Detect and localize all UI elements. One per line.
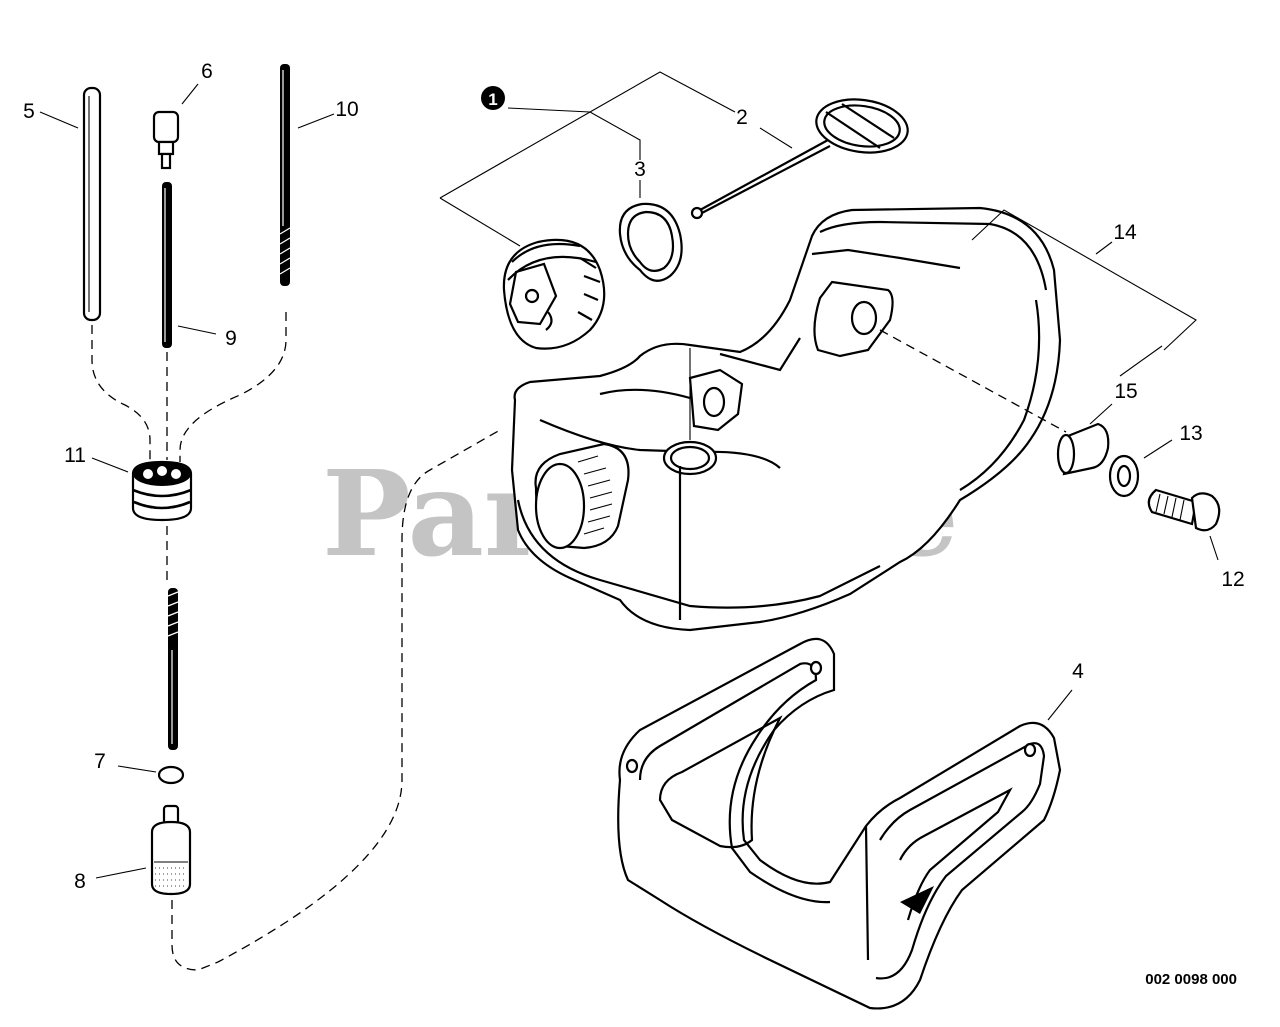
fuel-cap-icon[interactable]	[502, 238, 606, 350]
collar-icon[interactable]	[1056, 422, 1110, 476]
callout-13: 13	[1179, 422, 1202, 445]
fuel-line-icon[interactable]	[167, 588, 179, 750]
callout-7: 7	[94, 750, 106, 773]
cap-retainer-icon[interactable]	[690, 94, 911, 220]
grommet-icon[interactable]	[131, 460, 193, 522]
callout-8: 8	[74, 870, 86, 893]
callout-15: 15	[1114, 380, 1137, 403]
fitting-icon[interactable]	[152, 110, 180, 170]
callout-14: 14	[1113, 221, 1137, 244]
fuel-line-icon[interactable]	[162, 182, 172, 348]
tube-icon[interactable]	[82, 86, 102, 322]
callout-2: 2	[736, 106, 748, 129]
svg-text:1: 1	[488, 90, 497, 109]
fuel-line-icon[interactable]	[279, 64, 291, 286]
fuel-filter-icon[interactable]	[150, 804, 192, 896]
bolt-icon[interactable]	[1147, 488, 1221, 532]
callout-1: 1	[481, 86, 505, 110]
callout-11: 11	[64, 444, 86, 467]
callout-5: 5	[23, 100, 35, 123]
gasket-ring-icon[interactable]	[618, 202, 683, 282]
washer-icon[interactable]	[1108, 454, 1140, 498]
callout-6: 6	[201, 60, 213, 83]
tank-cradle-icon[interactable]	[617, 637, 1062, 1010]
fuel-tank-icon[interactable]	[510, 206, 1067, 632]
callout-9: 9	[225, 327, 237, 350]
drawing-code: 002 0098 000	[1145, 971, 1237, 988]
callout-12: 12	[1221, 568, 1244, 591]
callout-10: 10	[335, 98, 358, 121]
o-ring-icon[interactable]	[157, 765, 185, 785]
callout-3: 3	[634, 158, 646, 181]
callout-4: 4	[1072, 660, 1084, 683]
